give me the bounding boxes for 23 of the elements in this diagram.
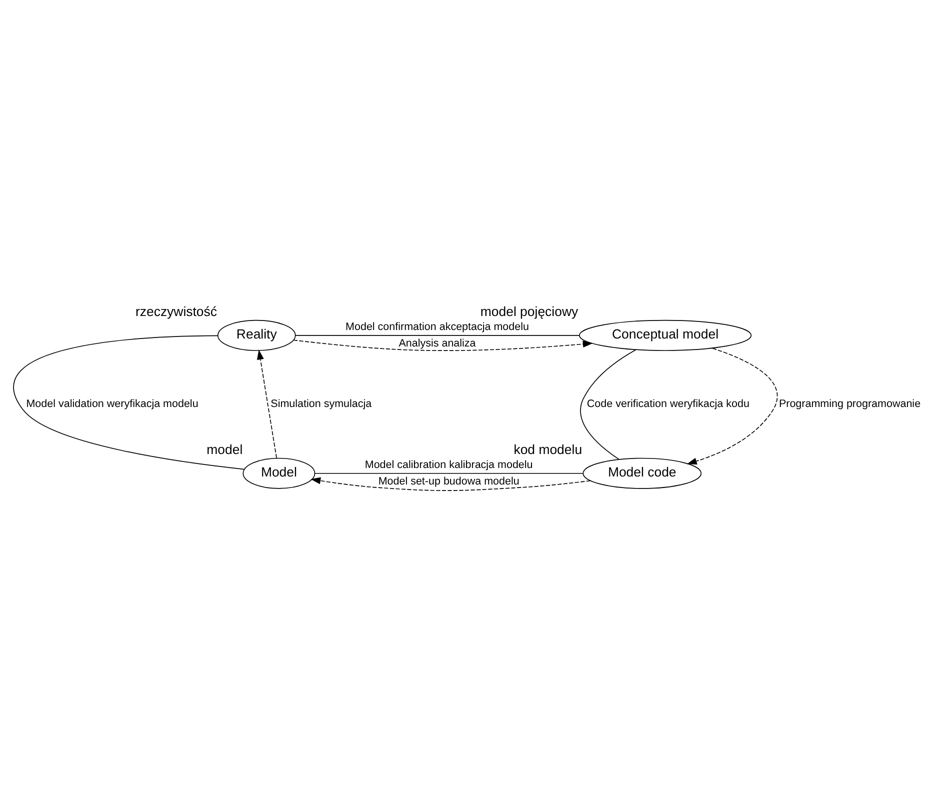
node-ellipse: Reality — [217, 320, 296, 351]
connector — [295, 335, 580, 336]
connector — [14, 335, 245, 470]
edge-label: Model validation weryfikacja modelu — [26, 398, 198, 410]
edge-label: Model set-up budowa modelu — [378, 475, 520, 488]
connector — [580, 350, 636, 460]
edge-label: Programming programowanie — [778, 398, 921, 410]
node-ellipse: Conceptual model — [578, 320, 752, 351]
node-label: rzeczywistość — [135, 304, 218, 319]
edge-label: Model confirmation akceptacja modelu — [346, 320, 529, 333]
arrow — [310, 477, 591, 491]
node-label: model pojęciowy — [480, 304, 578, 319]
arrow — [256, 350, 277, 458]
arrow — [293, 340, 593, 351]
connector — [314, 472, 584, 474]
edge-label: Analysis analiza — [398, 337, 476, 350]
arrow — [686, 348, 778, 465]
edge-label: Simulation symulacja — [270, 398, 372, 410]
edge-label: Model calibration kalibracja modelu — [364, 458, 533, 471]
node-label: model — [206, 442, 243, 457]
node-label: kod modelu — [514, 442, 582, 457]
node-ellipse: Model — [242, 458, 316, 489]
edge-label: Code verification weryfikacja kodu — [586, 398, 750, 410]
